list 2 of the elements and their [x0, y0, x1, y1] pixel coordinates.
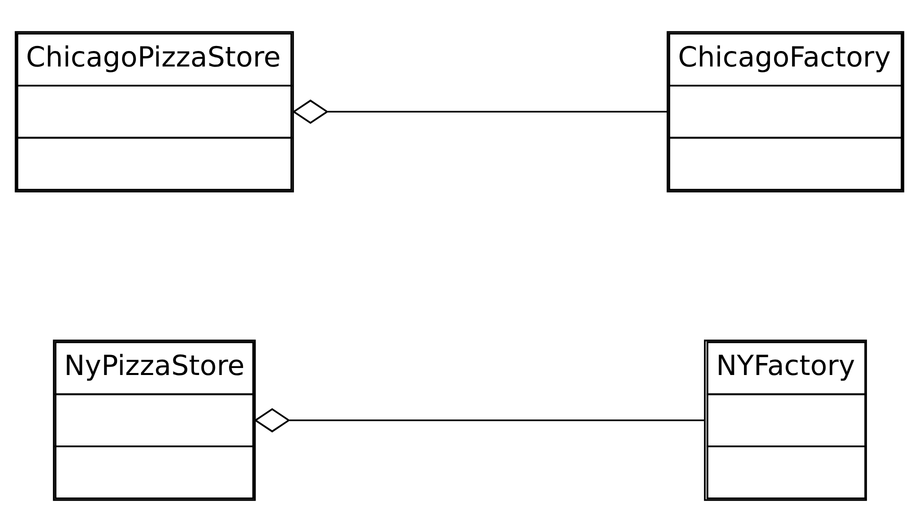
connector: [254, 408, 705, 432]
connector: [292, 99, 668, 124]
